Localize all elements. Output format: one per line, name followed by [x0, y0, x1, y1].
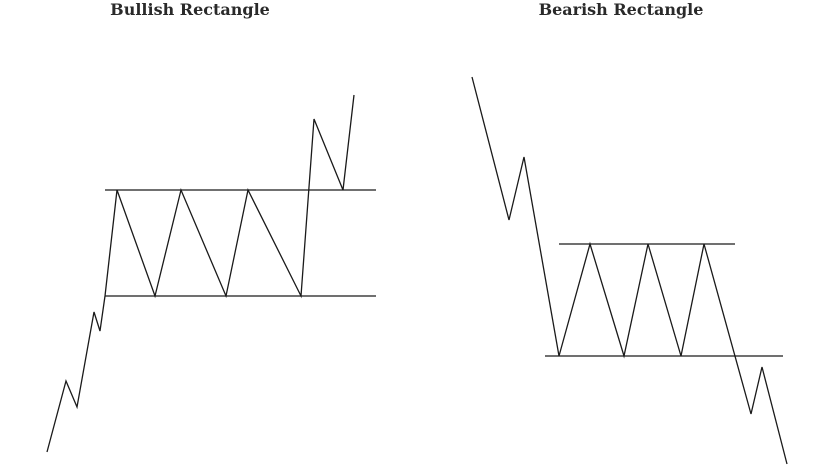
bullish-price-path: [46, 94, 355, 453]
bearish-rectangle-pattern: [471, 76, 788, 465]
bullish-rectangle-pattern: [46, 94, 376, 453]
bullish-rectangle-title: Bullish Rectangle: [110, 0, 270, 19]
bearish-rectangle-title: Bearish Rectangle: [538, 0, 704, 19]
bearish-price-path: [471, 76, 788, 465]
